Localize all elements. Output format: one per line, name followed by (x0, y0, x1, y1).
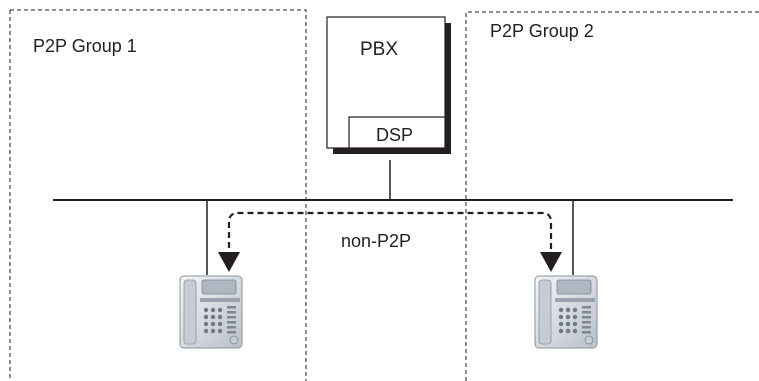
desk-phone-icon (534, 275, 598, 349)
dsp-label: DSP (376, 125, 413, 145)
arrow-down-icon (218, 252, 240, 272)
arrow-down-icon (540, 252, 562, 272)
dsp-box (348, 116, 446, 149)
group-2-border (465, 11, 759, 381)
group-2-label: P2P Group 2 (490, 21, 594, 41)
non-p2p-label: non-P2P (341, 231, 411, 251)
p2p-group-1: P2P Group 1 (9, 9, 307, 381)
non-p2p-path: non-P2P (218, 211, 562, 272)
group-1-label: P2P Group 1 (33, 36, 137, 56)
pbx-unit: PBX DSP (326, 16, 451, 154)
p2p-group-2: P2P Group 2 (465, 11, 759, 381)
group-1-border (10, 9, 307, 381)
pbx-label: PBX (360, 39, 398, 60)
non-p2p-dashed-line (227, 211, 553, 258)
desk-phone-icon (179, 275, 243, 349)
